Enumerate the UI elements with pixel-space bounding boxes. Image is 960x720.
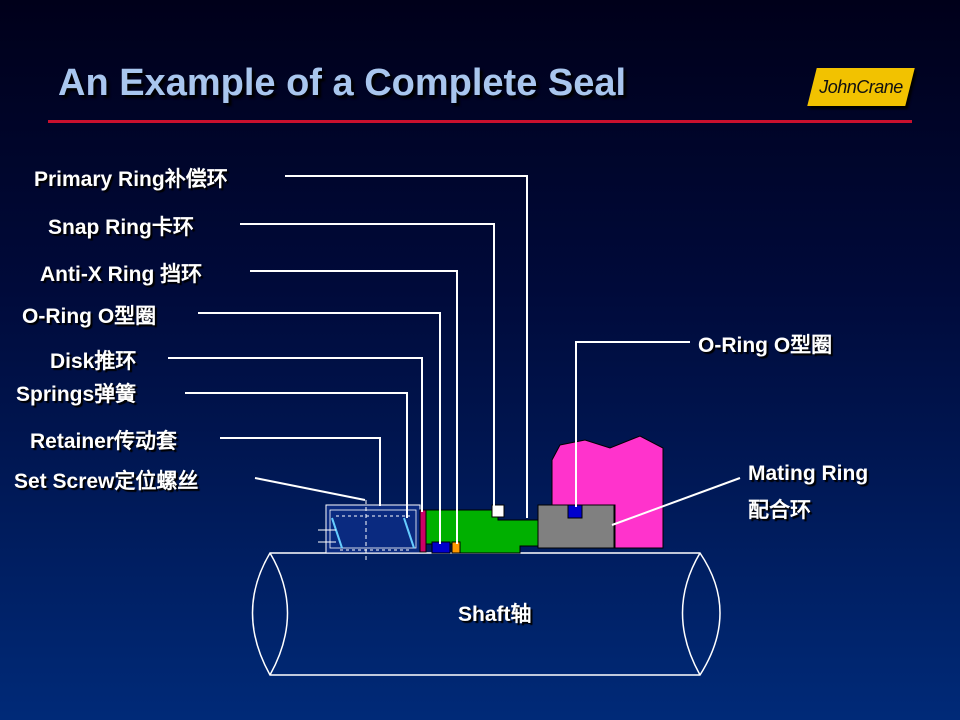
label-snap-ring: Snap Ring卡环 bbox=[48, 216, 194, 239]
leader-snap-ring bbox=[240, 223, 495, 506]
label-mating-ring-cn: 配合环 bbox=[748, 499, 811, 522]
label-o-ring-right: O-Ring O型圈 bbox=[698, 334, 833, 357]
leader-primary-ring bbox=[285, 175, 528, 518]
label-primary-ring: Primary Ring补偿环 bbox=[34, 168, 228, 191]
label-shaft: Shaft轴 bbox=[458, 603, 532, 626]
retainer bbox=[325, 504, 421, 554]
label-set-screw: Set Screw定位螺丝 bbox=[14, 470, 199, 493]
springs bbox=[331, 515, 415, 551]
leader-disk bbox=[168, 357, 423, 512]
label-anti-x-ring: Anti-X Ring 挡环 bbox=[40, 263, 203, 286]
label-mating-ring-en: Mating Ring bbox=[748, 462, 869, 485]
label-retainer: Retainer传动套 bbox=[30, 430, 178, 453]
leader-mating-ring bbox=[611, 477, 741, 526]
snap-ring-shape bbox=[491, 504, 505, 518]
title-divider bbox=[48, 120, 912, 123]
leader-springs bbox=[185, 392, 408, 518]
leader-o-ring-left bbox=[198, 312, 441, 544]
leader-anti-x-ring bbox=[250, 270, 458, 544]
leader-set-screw bbox=[254, 477, 366, 501]
label-o-ring-left: O-Ring O型圈 bbox=[22, 305, 157, 328]
page-title: An Example of a Complete Seal bbox=[58, 62, 627, 104]
disk-shape bbox=[419, 509, 427, 553]
leader-retainer bbox=[220, 437, 381, 506]
leader-o-ring-right bbox=[575, 341, 690, 507]
label-disk: Disk推环 bbox=[50, 350, 137, 373]
gland bbox=[551, 435, 664, 549]
label-springs: Springs弹簧 bbox=[16, 383, 137, 406]
set-screw-mark bbox=[318, 529, 336, 543]
leader-lines bbox=[168, 175, 741, 544]
shaft bbox=[251, 552, 721, 676]
